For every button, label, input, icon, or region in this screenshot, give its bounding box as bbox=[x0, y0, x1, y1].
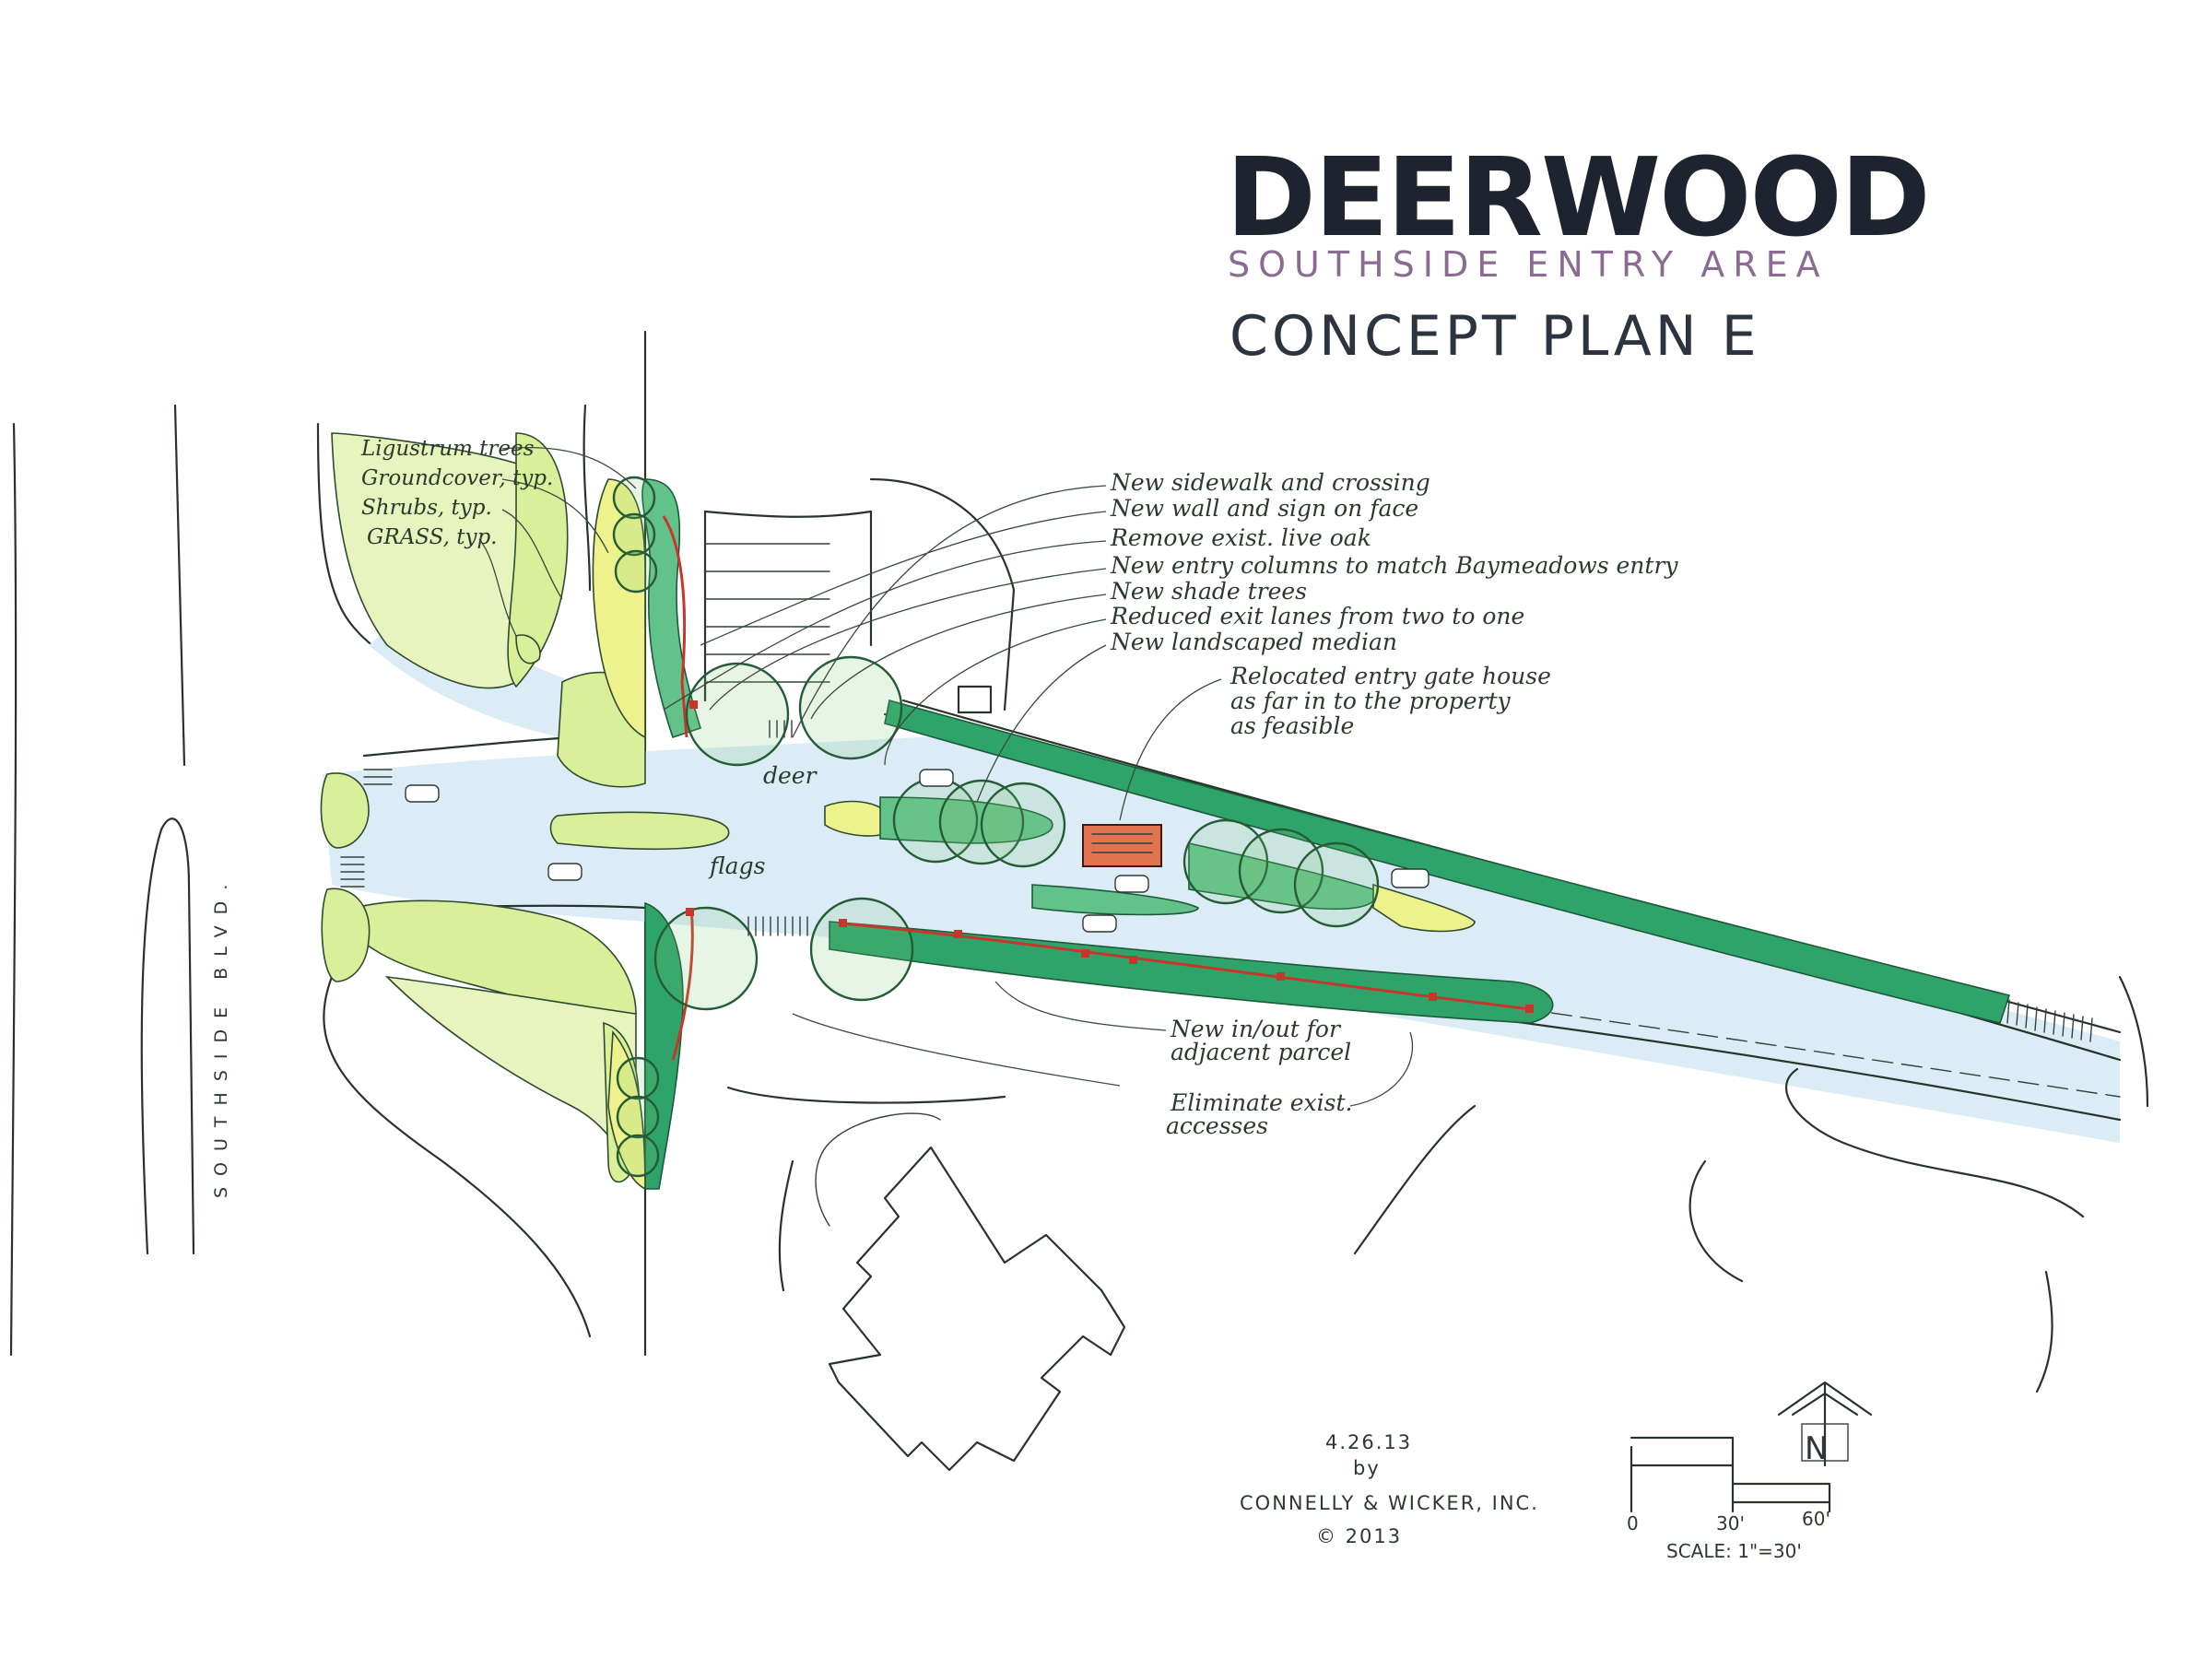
plan-title: DEERWOOD bbox=[1226, 134, 1929, 261]
cars bbox=[405, 769, 1430, 933]
callout-sidewalk: New sidewalk and crossing bbox=[1110, 469, 1430, 496]
wall-south bbox=[842, 922, 1531, 1011]
plan-name: CONCEPT PLAN E bbox=[1230, 304, 1760, 369]
callout-median: New landscaped median bbox=[1110, 629, 1397, 655]
scale-caption: SCALE: 1"=30' bbox=[1666, 1540, 1802, 1562]
credit-firm: CONNELLY & WICKER, INC. bbox=[1240, 1492, 1539, 1514]
wall-south-west bbox=[671, 907, 694, 1061]
entry-median-hedge bbox=[879, 796, 1053, 844]
legend-notes: Ligustrum trees Groundcover, typ. Shrubs… bbox=[360, 437, 553, 549]
median-labels: deer flags bbox=[708, 762, 818, 879]
note-inout-line-1: New in/out for bbox=[1170, 1016, 1342, 1042]
building-approach bbox=[815, 1112, 941, 1227]
callout-remove-oak: Remove exist. live oak bbox=[1110, 524, 1371, 551]
property-line-left bbox=[9, 422, 18, 1357]
title-block: DEERWOOD SOUTHSIDE ENTRY AREA CONCEPT PL… bbox=[1226, 134, 1931, 369]
gate-house-note: Relocated entry gate house as far in to … bbox=[1230, 663, 1551, 739]
median-tip bbox=[1372, 883, 1476, 933]
leader-lines bbox=[478, 446, 1414, 1107]
credit-by: by bbox=[1353, 1457, 1381, 1479]
callout-entry-columns: New entry columns to match Baymeadows en… bbox=[1110, 552, 1678, 579]
legend-groundcover: Groundcover, typ. bbox=[361, 466, 553, 490]
west-hedge-north bbox=[641, 478, 701, 739]
blvd-island-north bbox=[320, 772, 370, 849]
gate-note-line-2: as far in to the property bbox=[1230, 688, 1512, 714]
shade-trees bbox=[653, 655, 1380, 1011]
west-median bbox=[549, 811, 730, 851]
north-arrow-icon: N bbox=[1777, 1381, 1873, 1467]
wall-north bbox=[662, 515, 688, 738]
scale-tick-0: 0 bbox=[1627, 1512, 1639, 1535]
legend-grass: GRASS, typ. bbox=[367, 525, 497, 549]
median-label-deer: deer bbox=[763, 762, 818, 789]
legend-ligustrum: Ligustrum trees bbox=[360, 437, 535, 461]
callout-wall-sign: New wall and sign on face bbox=[1110, 495, 1418, 522]
scale-bar: 0 30' 60' SCALE: 1"=30' bbox=[1627, 1436, 1831, 1562]
scale-tick-60: 60' bbox=[1802, 1508, 1830, 1530]
note-eliminate-line-2: accesses bbox=[1166, 1112, 1268, 1139]
callout-exit-lanes: Reduced exit lanes from two to one bbox=[1110, 603, 1524, 629]
scale-tick-30: 30' bbox=[1716, 1512, 1745, 1535]
blvd-edge-east bbox=[582, 404, 592, 592]
callout-notes: New sidewalk and crossing New wall and s… bbox=[1110, 469, 1678, 655]
note-inout-line-2: adjacent parcel bbox=[1171, 1039, 1351, 1065]
road-label-southside-blvd: SOUTHSIDE BLVD. bbox=[211, 874, 231, 1198]
north-hedge-band bbox=[884, 700, 2011, 1024]
crosswalks bbox=[340, 720, 2093, 1042]
drive-centerline bbox=[1492, 1004, 2121, 1098]
ligustrum-trees bbox=[612, 476, 660, 1178]
legend-shrubs: Shrubs, typ. bbox=[361, 496, 492, 520]
north-arrow-letter: N bbox=[1805, 1430, 1831, 1467]
credit-block: 4.26.13 by CONNELLY & WICKER, INC. © 201… bbox=[1240, 1431, 1539, 1547]
credit-date: 4.26.13 bbox=[1325, 1431, 1412, 1453]
credit-copyright: © 2013 bbox=[1316, 1525, 1402, 1547]
parking-lot-north bbox=[703, 477, 1016, 714]
entry-planting bbox=[340, 655, 2093, 1042]
south-hedge-band bbox=[829, 921, 1554, 1024]
gate-house bbox=[1082, 824, 1162, 867]
blvd-island-south bbox=[321, 888, 371, 982]
blvd-edge-upper bbox=[173, 404, 186, 767]
lower-notes: New in/out for adjacent parcel Eliminate… bbox=[1166, 1016, 1352, 1139]
blvd-median bbox=[140, 817, 195, 1255]
gate-note-line-3: as feasible bbox=[1230, 712, 1354, 739]
west-planting bbox=[320, 432, 730, 1191]
gate-note-line-1: Relocated entry gate house bbox=[1230, 663, 1551, 689]
note-eliminate-line-1: Eliminate exist. bbox=[1170, 1089, 1352, 1116]
building-footprint bbox=[828, 1146, 1126, 1472]
entry-paving bbox=[323, 733, 2120, 1143]
callout-shade-trees: New shade trees bbox=[1110, 578, 1307, 605]
median-label-flags: flags bbox=[708, 853, 765, 879]
plan-subtitle: SOUTHSIDE ENTRY AREA bbox=[1228, 244, 1829, 285]
south-parcel-curve bbox=[323, 975, 592, 1338]
